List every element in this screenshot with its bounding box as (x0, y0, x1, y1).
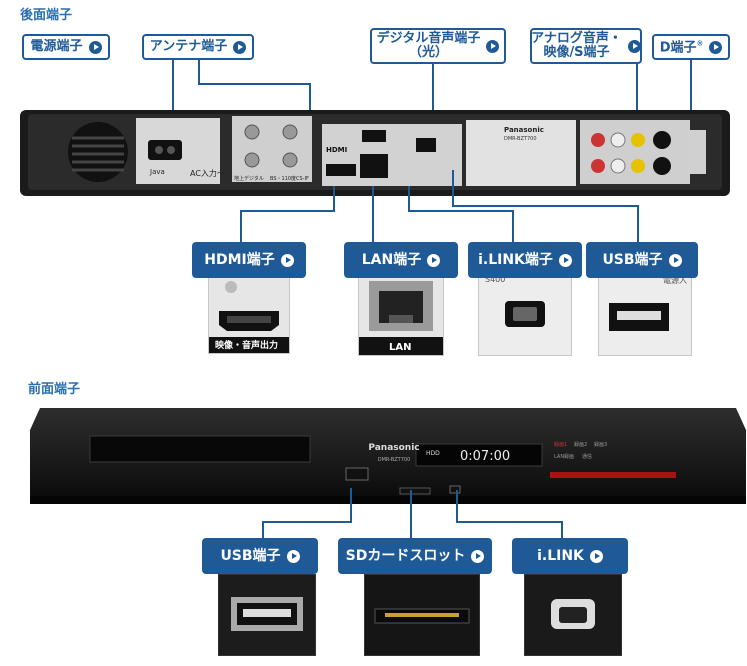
analog-av-terminal-label[interactable]: アナログ音声・ 映像/S端子 (530, 28, 642, 64)
usb-photo-caption: 電源入 (663, 276, 687, 285)
hdmi-terminal-text: HDMI端子 (204, 251, 275, 268)
ilink-terminal-photo: S400 (478, 270, 572, 356)
play-icon (627, 39, 641, 53)
d-terminal-label[interactable]: D端子※ (652, 34, 730, 60)
d-terminal-text: D端子 (659, 39, 697, 55)
rear-section-title: 後面端子 (20, 8, 73, 23)
display-time-text: 0:07:00 (460, 449, 510, 464)
play-icon (280, 253, 294, 267)
front-brand-text: Panasonic (368, 443, 419, 453)
d-terminal-note: ※ (696, 38, 704, 48)
play-icon (88, 40, 102, 54)
usb-terminal-label-rear[interactable]: USB端子 (586, 242, 698, 278)
lan-terminal-label[interactable]: LAN端子 (344, 242, 458, 278)
terrestrial-text: 地上デジタル (234, 175, 264, 182)
ilink-terminal-text: i.LINK端子 (478, 251, 553, 268)
play-icon (668, 253, 682, 267)
digital-audio-optical-text: （光） (408, 45, 448, 60)
antenna-terminal-text: アンテナ端子 (149, 39, 228, 55)
usb-terminal-photo: 電源入 (598, 270, 692, 356)
bs-cs-text: BS・110度CS-IF (270, 175, 309, 182)
play-icon (589, 549, 603, 563)
lan-terminal-text: LAN端子 (361, 251, 422, 268)
front-model-text: DMR-BZT700 (378, 457, 411, 463)
usb-terminal-text: USB端子 (602, 251, 663, 268)
rear-panel-image: Java AC入力～ HDMI Panasonic DMR-BZT700 地上デ… (20, 110, 730, 196)
hdmi-terminal-label[interactable]: HDMI端子 (192, 242, 306, 278)
play-icon (558, 253, 572, 267)
front-sd-slot-label[interactable]: SDカードスロット (338, 538, 492, 574)
front-panel-image: Panasonic DMR-BZT700 HDD 0:07:00 録画1 録画2… (30, 408, 746, 504)
front-section-title: 前面端子 (28, 382, 81, 397)
rear-model-text: DMR-BZT700 (504, 136, 537, 142)
play-icon (486, 39, 500, 53)
lan-photo-caption: LAN (389, 342, 412, 353)
front-ilink-label[interactable]: i.LINK (512, 538, 628, 574)
ilink-terminal-label[interactable]: i.LINK端子 (468, 242, 582, 278)
power-terminal-text: 電源端子 (30, 39, 83, 55)
rear-brand-text: Panasonic (504, 126, 544, 134)
play-icon (471, 549, 485, 563)
ilink-photo-caption: S400 (485, 275, 506, 284)
front-sd-photo (364, 574, 480, 656)
ac-input-text: AC入力～ (190, 168, 225, 178)
front-sd-slot-text: SDカードスロット (345, 547, 466, 564)
display-mode-text: HDD (426, 450, 440, 457)
indicator-rec1: 録画1 (554, 441, 567, 448)
hdmi-terminal-photo: 映像・音声出力 (208, 270, 290, 354)
front-ilink-photo (524, 574, 622, 656)
front-usb-text: USB端子 (220, 547, 281, 564)
hdmi-photo-caption: 映像・音声出力 (215, 341, 279, 351)
antenna-terminal-label[interactable]: アンテナ端子 (142, 34, 254, 60)
play-icon (427, 253, 441, 267)
analog-audio-text: アナログ音声・ (531, 31, 622, 47)
indicator-rec3: 録画3 (594, 441, 607, 448)
front-ilink-text: i.LINK (537, 547, 584, 564)
analog-video-text: 映像/S端子 (543, 45, 610, 60)
hdmi-logo-text: HDMI (326, 146, 347, 154)
digital-audio-terminal-label[interactable]: デジタル音声端子 （光） (370, 28, 506, 64)
java-text: Java (149, 168, 165, 176)
indicator-comm: 通信 (582, 453, 592, 460)
play-icon (709, 40, 723, 54)
front-usb-photo (218, 574, 316, 656)
front-usb-label[interactable]: USB端子 (202, 538, 318, 574)
power-terminal-label[interactable]: 電源端子 (22, 34, 110, 60)
play-icon (233, 40, 247, 54)
indicator-rec2: 録画2 (574, 441, 587, 448)
indicator-lan-rec: LAN録画 (554, 453, 574, 460)
play-icon (286, 549, 300, 563)
lan-terminal-photo: LAN (358, 270, 444, 356)
digital-audio-text: デジタル音声端子 (376, 31, 481, 47)
